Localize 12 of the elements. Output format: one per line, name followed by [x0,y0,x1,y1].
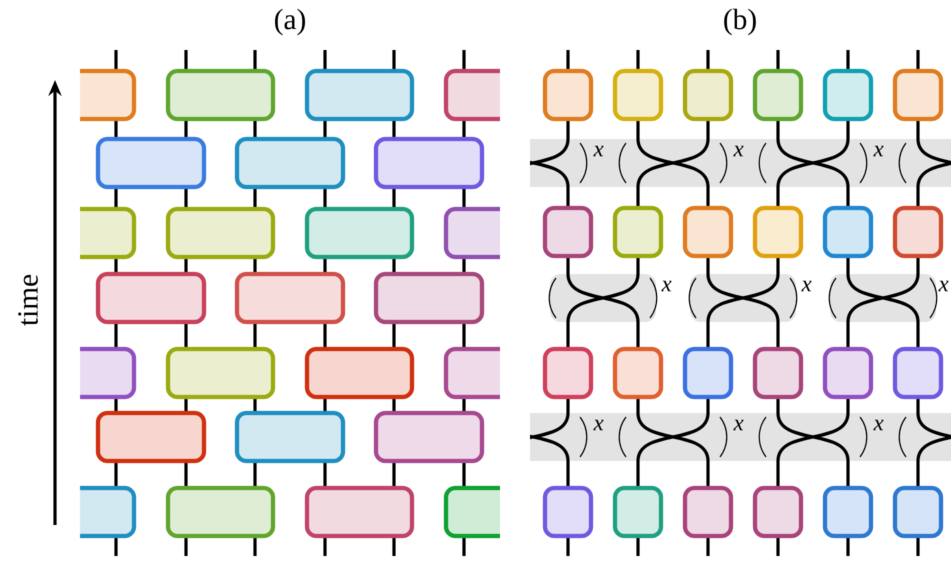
exponent-label: x [733,420,744,430]
exponent-label: x [593,146,604,156]
exponent-label: x [801,280,812,292]
exponent-label: x [661,280,672,292]
exponent-label: x [733,146,744,156]
panel-label: (b) [724,8,756,36]
panel-label: (a) [275,8,305,36]
exponent-label: x [593,420,604,430]
exponent-label: x [873,146,884,156]
axis-label: time [18,274,38,326]
exponent-label: x [938,280,948,292]
exponent-label: x [873,420,884,430]
